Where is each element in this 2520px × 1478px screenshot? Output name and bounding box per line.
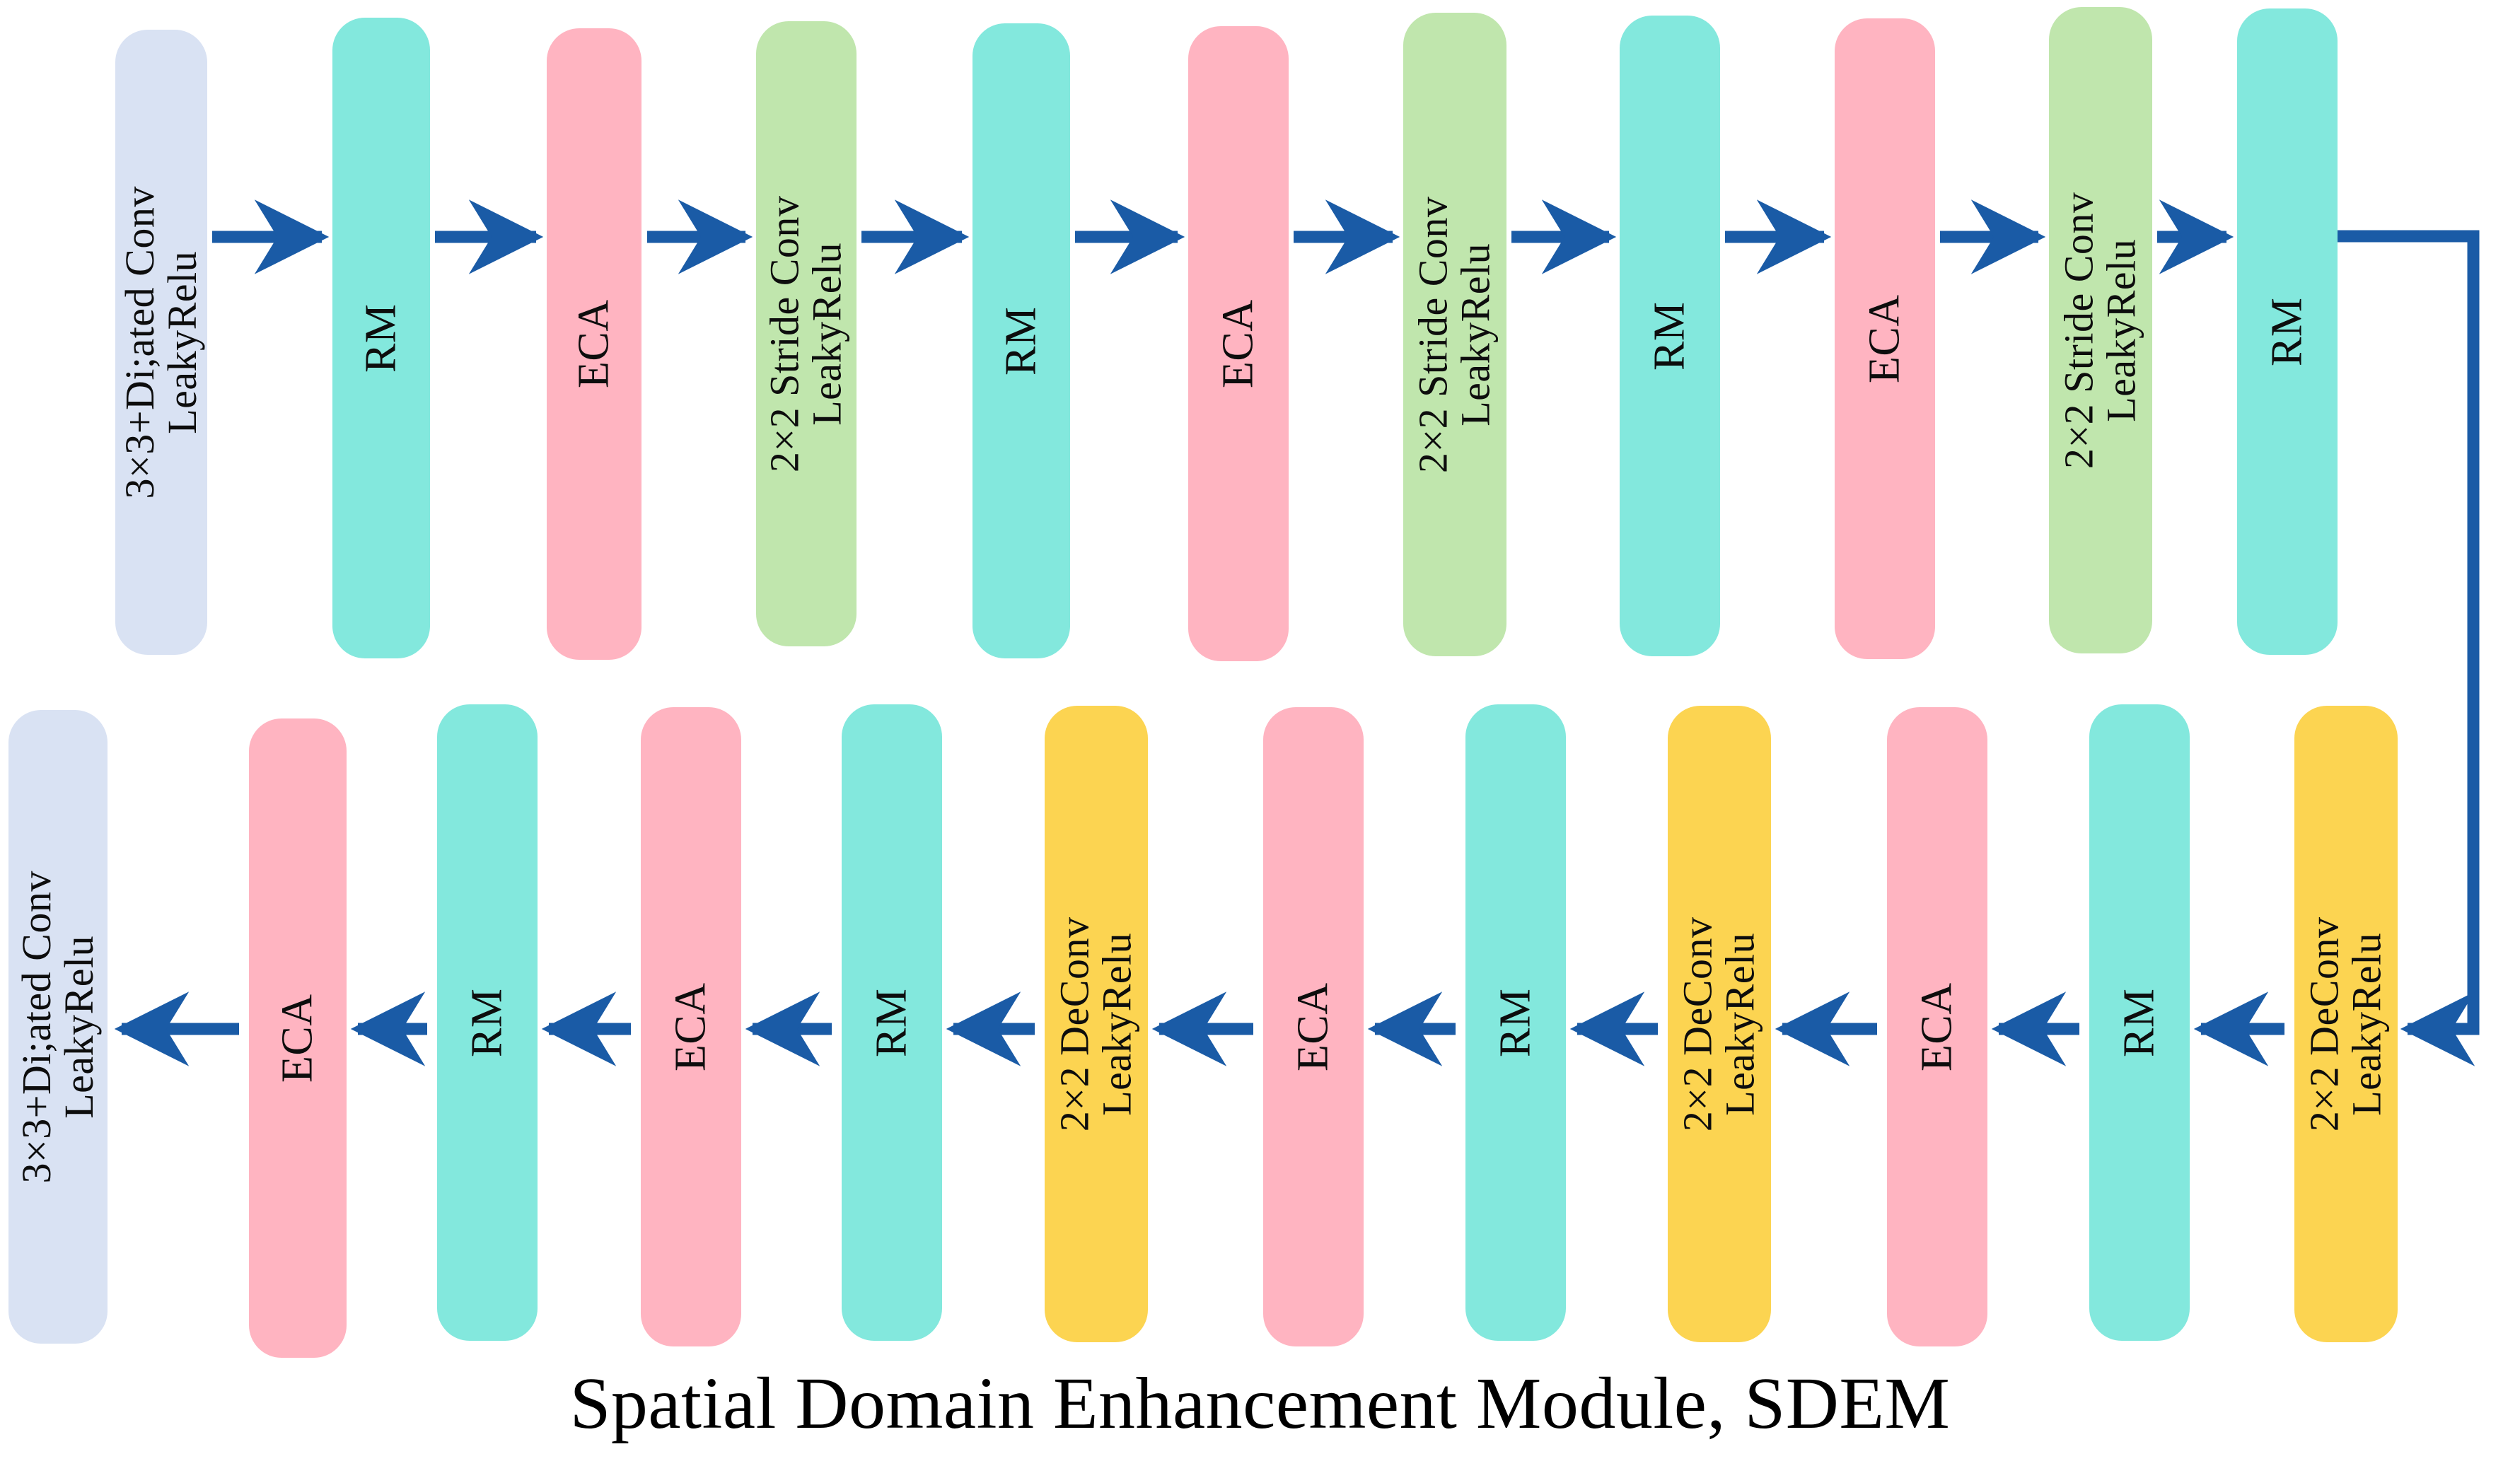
block-enc-eca-1[interactable]: ECA — [547, 28, 641, 660]
block-label: ECA — [273, 994, 322, 1083]
block-enc-rm-4[interactable]: RM — [2237, 8, 2338, 655]
diagram-caption: Spatial Domain Enhancement Module, SDEM — [569, 1363, 1951, 1444]
block-dec-rm-4[interactable]: RM — [2089, 704, 2190, 1341]
block-enc-rm-2[interactable]: RM — [972, 23, 1070, 658]
block-label: RM — [2115, 988, 2164, 1057]
block-label: ECA — [1214, 299, 1262, 388]
block-label: RM — [867, 988, 916, 1057]
block-enc-stride-conv-2[interactable]: 2×2 Stride Conv LeakyRelu — [1403, 13, 1506, 656]
block-dec-eca-3[interactable]: ECA — [1263, 707, 1364, 1346]
block-label: RM — [463, 988, 511, 1057]
block-enc-rm-3[interactable]: RM — [1620, 16, 1720, 656]
block-dec-deconv-2[interactable]: 2×2 DeConv LeakyRelu — [1668, 706, 1771, 1342]
block-dec-deconv-3[interactable]: 2×2 DeConv LeakyRelu — [2294, 706, 2398, 1342]
block-label: ECA — [1912, 982, 1961, 1071]
block-enc-stride-conv-3[interactable]: 2×2 Stride Conv LeakyRelu — [2049, 7, 2152, 653]
block-label: ECA — [1289, 982, 1337, 1071]
block-label: 2×2 Stride Conv LeakyRelu — [1410, 196, 1499, 473]
block-dec-rm-2[interactable]: RM — [842, 704, 942, 1341]
block-dec-dilated-conv[interactable]: 3×3+Di;ated Conv LeakyRelu — [8, 710, 108, 1344]
block-dec-rm-1[interactable]: RM — [437, 704, 538, 1341]
block-dec-eca-4[interactable]: ECA — [1887, 707, 1987, 1346]
block-label: 2×2 DeConv LeakyRelu — [2301, 917, 2390, 1131]
block-label: ECA — [666, 982, 715, 1071]
block-label: RM — [1491, 988, 1540, 1057]
block-dec-eca-2[interactable]: ECA — [641, 707, 741, 1346]
block-label: 3×3+Di;ated Conv LeakyRelu — [13, 870, 103, 1184]
block-label: 2×2 Stride Conv LeakyRelu — [761, 195, 851, 472]
block-label: ECA — [569, 299, 618, 389]
block-enc-dilated-conv[interactable]: 3×3+Di;ated Conv LeakyRelu — [115, 30, 207, 655]
block-enc-stride-conv-1[interactable]: 2×2 Stride Conv LeakyRelu — [756, 21, 857, 646]
block-dec-eca-1[interactable]: ECA — [249, 718, 347, 1358]
block-label: RM — [2263, 297, 2311, 366]
block-enc-eca-2[interactable]: ECA — [1188, 26, 1289, 661]
block-enc-eca-3[interactable]: ECA — [1835, 18, 1935, 659]
block-label: 2×2 Stride Conv LeakyRelu — [2055, 192, 2145, 469]
block-label: 2×2 DeConv LeakyRelu — [1051, 917, 1140, 1131]
block-label: 3×3+Di;ated Conv LeakyRelu — [116, 185, 206, 499]
block-enc-rm-1[interactable]: RM — [332, 18, 430, 658]
block-label: ECA — [1860, 294, 1909, 383]
block-dec-deconv-1[interactable]: 2×2 DeConv LeakyRelu — [1045, 706, 1148, 1342]
block-label: 2×2 DeConv LeakyRelu — [1674, 917, 1763, 1131]
block-label: RM — [1645, 301, 1694, 371]
block-dec-rm-3[interactable]: RM — [1465, 704, 1566, 1341]
block-label: RM — [997, 306, 1045, 376]
block-label: RM — [356, 303, 405, 373]
